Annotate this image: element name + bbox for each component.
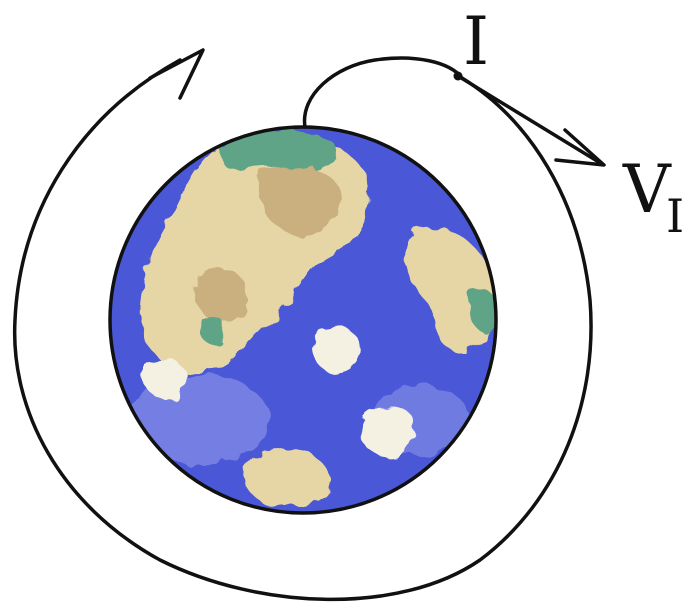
vegetation	[219, 130, 337, 170]
point-label: I	[463, 3, 489, 80]
planet	[100, 120, 510, 530]
arrowhead-icon	[150, 50, 203, 98]
velocity-label: V	[622, 151, 672, 228]
arrowhead-icon	[556, 130, 604, 165]
velocity-subscript: I	[666, 189, 684, 243]
velocity-vector	[458, 76, 602, 164]
